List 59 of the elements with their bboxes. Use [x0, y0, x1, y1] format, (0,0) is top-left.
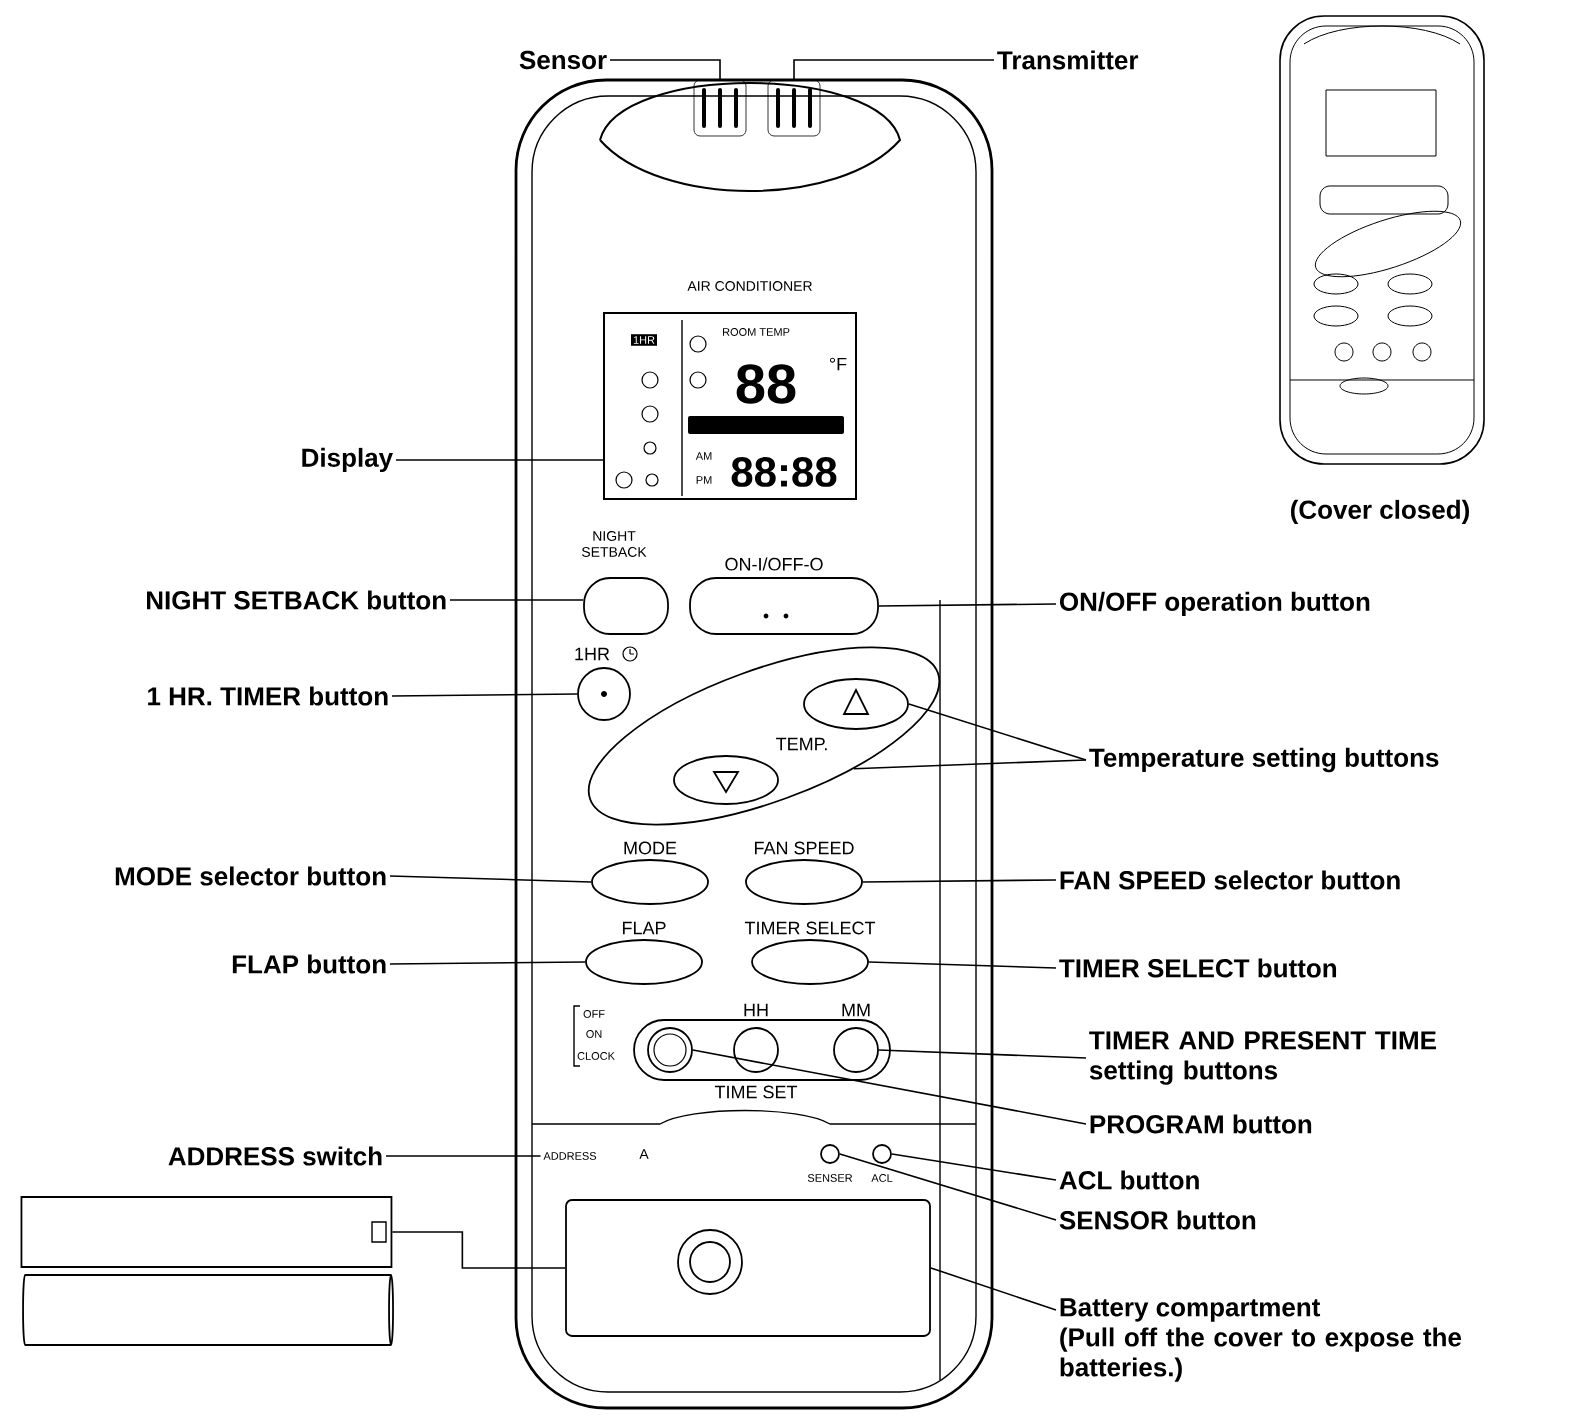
- transmitter-window: [767, 79, 821, 137]
- callout-label: ADDRESS switch: [168, 1146, 382, 1166]
- button: FLAP: [585, 921, 703, 985]
- leader-line: [395, 459, 604, 461]
- leader-line: [868, 961, 1057, 969]
- callout-label: ON/OFF operation button: [1059, 591, 1370, 617]
- leader-line: [609, 59, 721, 81]
- node-label: TIMER SELECT: [744, 921, 876, 935]
- node-label: MM: [842, 1003, 870, 1017]
- callout-label: PROGRAM button: [1090, 1114, 1312, 1134]
- button: 1HR: [575, 646, 638, 721]
- button: ON-I/OFF-O: [689, 557, 879, 635]
- node-label: ON-I/OFF-O: [725, 557, 823, 571]
- callout-label: Transmitter: [997, 50, 1139, 70]
- callout-label: Temperature setting buttons: [1089, 747, 1439, 773]
- leader-line: [389, 961, 586, 965]
- callout-label: ACL button: [1059, 1170, 1199, 1190]
- caption: (Cover closed): [1291, 499, 1469, 525]
- callout-label: FLAP button: [232, 954, 386, 974]
- node-label: TIME SET: [714, 1085, 798, 1099]
- node-label: FAN SPEED: [754, 841, 854, 855]
- button: [673, 755, 779, 805]
- callout-label: 1 HR. TIMER button: [148, 686, 388, 706]
- battery-compartment: [565, 1199, 931, 1337]
- leader-line: [449, 599, 584, 601]
- leader-line: [930, 1267, 1057, 1311]
- leader-line: [793, 59, 995, 81]
- leader-line: [862, 879, 1057, 883]
- callout-label: SENSOR button: [1059, 1210, 1256, 1230]
- node-label: HH: [744, 1003, 768, 1017]
- leader-line: [389, 875, 592, 883]
- callout-label: MODE selector button: [115, 866, 386, 886]
- leader-line: [385, 1155, 542, 1157]
- leader-line: [908, 703, 1087, 761]
- leader-line: [692, 1049, 1087, 1125]
- node-label: 1HR: [575, 647, 610, 661]
- callout-label: Display: [302, 447, 393, 473]
- leader-line: [391, 1231, 566, 1269]
- button: TIMER SELECT: [744, 921, 876, 985]
- battery: [20, 1196, 394, 1346]
- callout-label: TIMER AND PRESENT TIME setting buttons: [1089, 1031, 1436, 1085]
- leader-line: [853, 759, 1087, 770]
- callout-label: Battery compartment (Pull off the cover to expose the batteries.): [1060, 1298, 1462, 1382]
- leader-line: [391, 693, 578, 697]
- callout-label: FAN SPEED selector button: [1060, 870, 1400, 890]
- sensor-window: [693, 79, 747, 137]
- leader-line: [839, 1153, 1057, 1221]
- callout-label: NIGHT SETBACK button: [147, 590, 446, 610]
- callout-label: Sensor: [519, 50, 607, 70]
- node-label: MODE: [624, 841, 677, 855]
- leader-line: [891, 1153, 1057, 1181]
- leader-line: [878, 1049, 1087, 1059]
- button: FAN SPEED: [745, 841, 863, 905]
- button: [803, 678, 909, 730]
- callout-label: TIMER SELECT button: [1059, 958, 1337, 978]
- button: [647, 1027, 693, 1073]
- leader-line: [878, 603, 1057, 607]
- node-label: FLAP: [622, 921, 666, 935]
- button: MODE: [591, 841, 709, 905]
